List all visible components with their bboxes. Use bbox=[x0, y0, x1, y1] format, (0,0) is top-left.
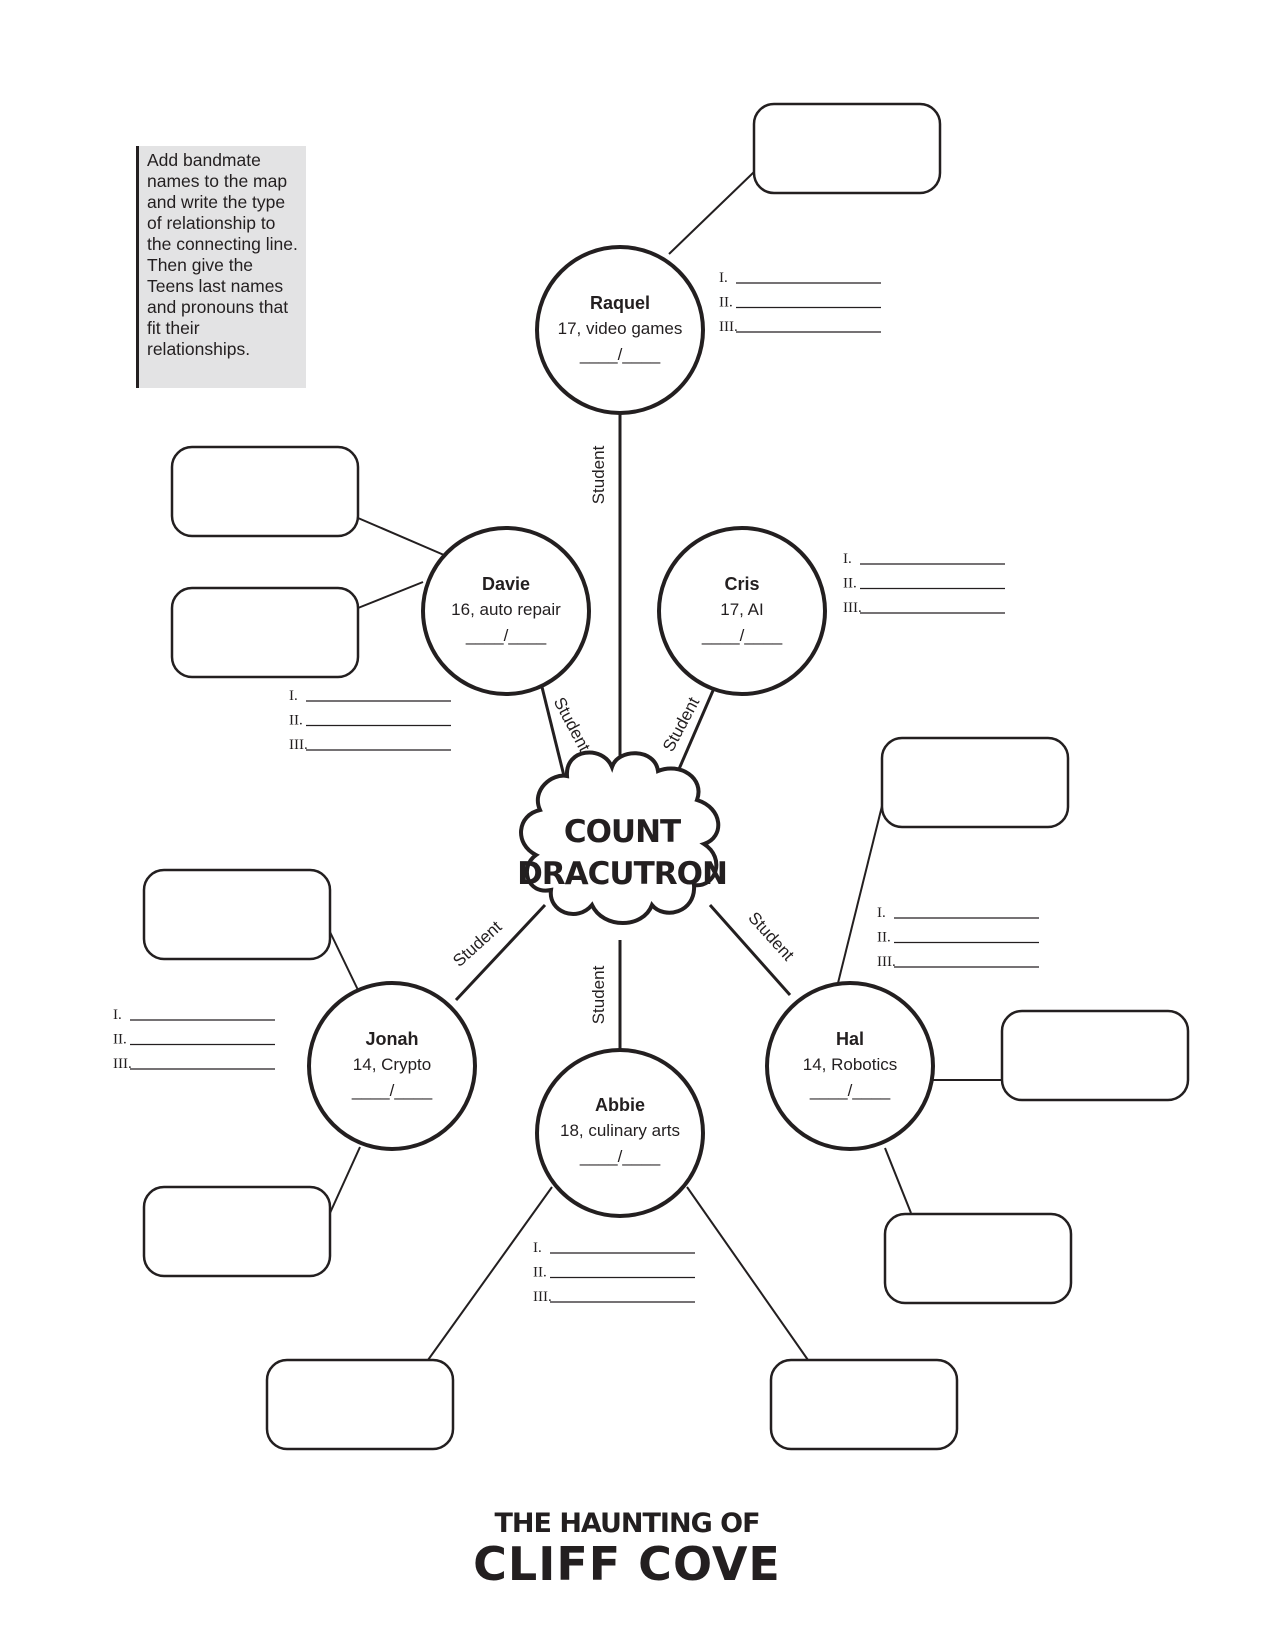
list-marker: II. bbox=[113, 1032, 127, 1048]
hal-detail: 14, Robotics bbox=[803, 1055, 898, 1074]
empty-box[interactable] bbox=[1000, 1009, 1190, 1102]
list-marker: III. bbox=[719, 319, 738, 335]
teen-nodes bbox=[307, 245, 935, 1218]
list-marker: I. bbox=[113, 1007, 122, 1023]
empty-box[interactable] bbox=[170, 445, 360, 538]
connector-lines bbox=[454, 413, 792, 1050]
raquel-pronouns-blank[interactable]: ____/____ bbox=[579, 345, 661, 364]
node-cris bbox=[657, 526, 827, 696]
list-marker: I. bbox=[289, 688, 298, 704]
node-davie bbox=[421, 526, 591, 696]
jonah-name: Jonah bbox=[365, 1029, 418, 1049]
center-title-line2: DRACUTRON bbox=[517, 856, 727, 892]
edge-center-cris bbox=[674, 678, 720, 777]
cris-name: Cris bbox=[724, 574, 759, 594]
empty-box[interactable] bbox=[142, 868, 332, 961]
edge-center-jonah bbox=[454, 903, 547, 1002]
list-marker: I. bbox=[533, 1240, 542, 1256]
instructions-text: Add bandmate names to the map and write … bbox=[147, 150, 298, 359]
list-marker: II. bbox=[289, 713, 303, 729]
empty-box[interactable] bbox=[769, 1358, 959, 1451]
node-raquel bbox=[535, 245, 705, 415]
node-jonah bbox=[307, 981, 477, 1151]
empty-box[interactable] bbox=[142, 1185, 332, 1278]
cris-detail: 17, AI bbox=[720, 600, 763, 619]
list-marker: I. bbox=[719, 270, 728, 286]
empty-box[interactable] bbox=[752, 102, 942, 195]
edge-label-jonah: Student bbox=[449, 917, 505, 971]
abbie-detail: 18, culinary arts bbox=[560, 1121, 680, 1140]
center-title-line1: COUNT bbox=[564, 814, 681, 850]
hal-pronouns-blank[interactable]: ____/____ bbox=[809, 1081, 891, 1100]
abbie-name: Abbie bbox=[595, 1095, 645, 1115]
edge-center-hal bbox=[708, 904, 792, 996]
footer-logo: THE HAUNTING OF CLIFF COVE bbox=[473, 1508, 781, 1591]
teen-texts: Raquel 17, video games ____/____ Davie 1… bbox=[351, 293, 897, 1166]
empty-box[interactable] bbox=[883, 1212, 1073, 1305]
empty-box[interactable] bbox=[265, 1358, 455, 1451]
list-marker: II. bbox=[719, 295, 733, 311]
list-marker: III. bbox=[843, 600, 862, 616]
list-marker: I. bbox=[843, 551, 852, 567]
hal-name: Hal bbox=[836, 1029, 864, 1049]
footer-line1: THE HAUNTING OF bbox=[494, 1508, 759, 1539]
davie-pronouns-blank[interactable]: ____/____ bbox=[465, 626, 547, 645]
list-marker: III. bbox=[533, 1289, 552, 1305]
cris-pronouns-blank[interactable]: ____/____ bbox=[701, 626, 783, 645]
node-abbie bbox=[535, 1048, 705, 1218]
davie-detail: 16, auto repair bbox=[451, 600, 561, 619]
edge-label-abbie: Student bbox=[589, 965, 608, 1024]
list-marker: III. bbox=[113, 1056, 132, 1072]
list-marker: II. bbox=[877, 930, 891, 946]
raquel-detail: 17, video games bbox=[558, 319, 683, 338]
list-marker: I. bbox=[877, 905, 886, 921]
list-marker: III. bbox=[877, 954, 896, 970]
list-marker: II. bbox=[843, 576, 857, 592]
instructions-box: Add bandmate names to the map and write … bbox=[136, 146, 306, 388]
edge-label-hal: Student bbox=[744, 908, 798, 964]
list-marker: III. bbox=[289, 737, 308, 753]
node-hal bbox=[765, 981, 935, 1151]
footer-line2: CLIFF COVE bbox=[473, 1537, 781, 1591]
empty-box[interactable] bbox=[170, 586, 360, 679]
answer-lists: I. II. III. I. II. III. I. II. III. I. II. III. I. II… bbox=[113, 270, 1039, 1305]
jonah-detail: 14, Crypto bbox=[353, 1055, 431, 1074]
jonah-pronouns-blank[interactable]: ____/____ bbox=[351, 1081, 433, 1100]
center-node: COUNT DRACUTRON bbox=[517, 750, 728, 925]
davie-name: Davie bbox=[482, 574, 530, 594]
empty-box[interactable] bbox=[880, 736, 1070, 829]
abbie-pronouns-blank[interactable]: ____/____ bbox=[579, 1147, 661, 1166]
list-marker: II. bbox=[533, 1265, 547, 1281]
empty-boxes bbox=[142, 102, 1190, 1451]
edge-label-raquel: Student bbox=[589, 445, 608, 504]
raquel-name: Raquel bbox=[590, 293, 650, 313]
box-lines bbox=[329, 171, 1002, 1361]
edge-center-davie bbox=[538, 678, 566, 777]
center-cloud bbox=[519, 750, 721, 925]
